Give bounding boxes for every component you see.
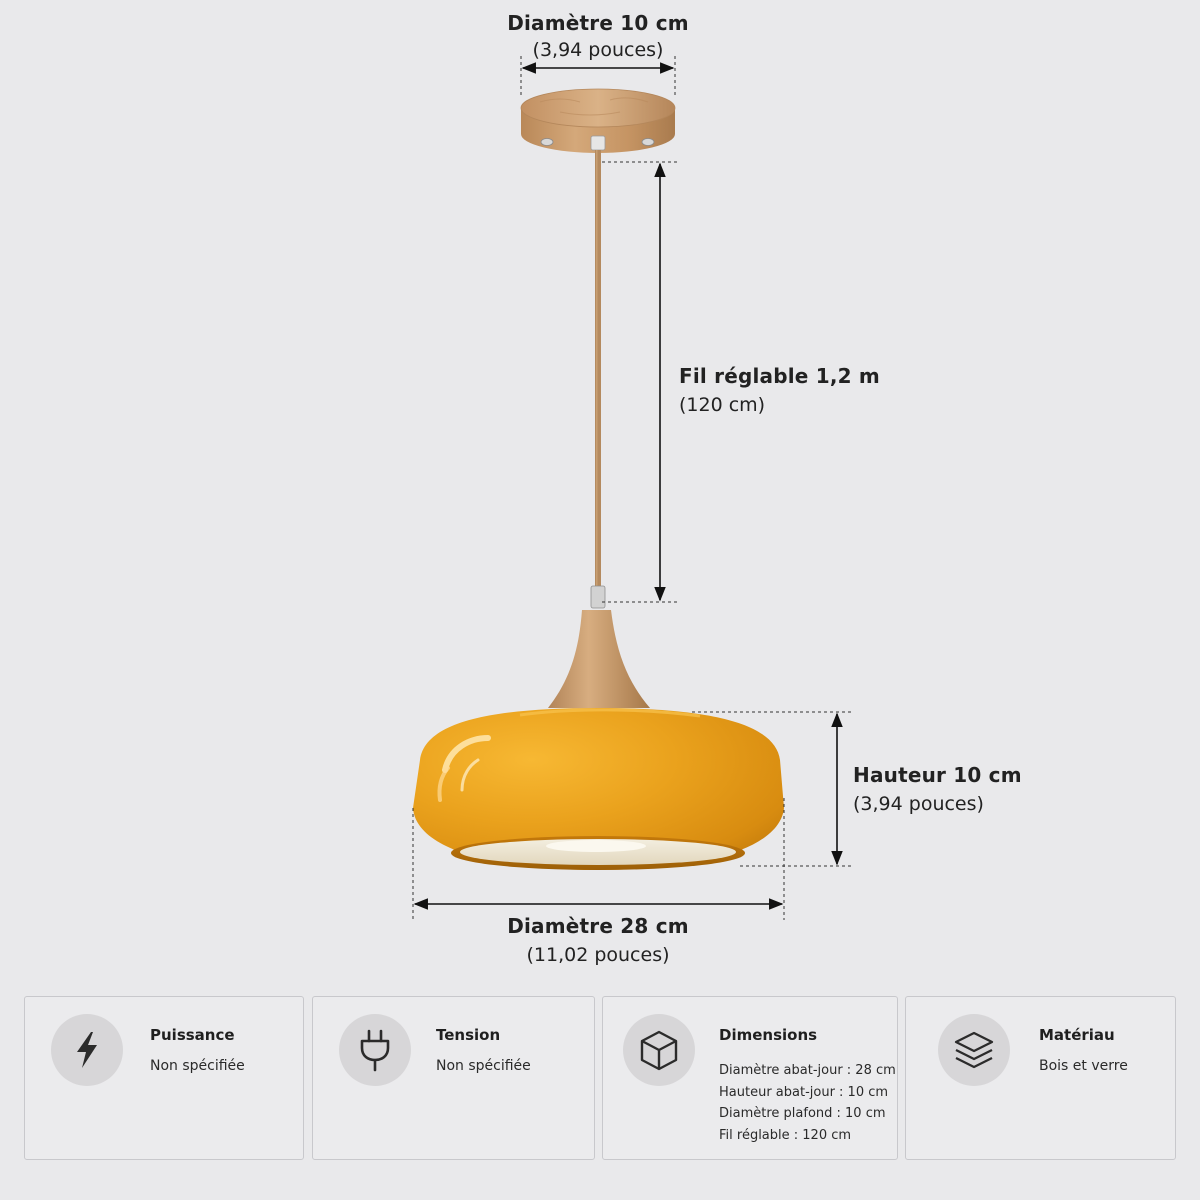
- shade-diameter-text: Diamètre 28 cm: [507, 914, 689, 938]
- shade-height-text: Hauteur 10 cm: [853, 763, 1022, 787]
- spec-line: Diamètre plafond : 10 cm: [719, 1106, 886, 1121]
- shade-diameter-dimension: [412, 798, 785, 920]
- shade-diameter-inches: (11,02 pouces): [526, 944, 670, 966]
- lamp-dimension-diagram: Diamètre 10 cm (3,94 pouces) Fil réglabl…: [412, 11, 1022, 966]
- spec-title: Matériau: [1039, 1026, 1115, 1044]
- spec-value: Non spécifiée: [436, 1058, 531, 1074]
- spec-card-dimensions: Dimensions Diamètre abat-jour : 28 cm Ha…: [602, 996, 898, 1160]
- spec-title: Tension: [436, 1026, 501, 1044]
- lightning-icon: [77, 1032, 97, 1068]
- icon-circle: [339, 1014, 411, 1086]
- spec-card-power: Puissance Non spécifiée: [24, 996, 304, 1160]
- ceiling-diameter-text: Diamètre 10 cm: [507, 11, 689, 35]
- wire-length-label: Fil réglable 1,2 m (120 cm): [679, 364, 880, 416]
- ceiling-diameter-inches: (3,94 pouces): [532, 39, 664, 61]
- suspension-wire: [595, 150, 601, 586]
- plug-icon: [360, 1029, 390, 1072]
- ceiling-diameter-dimension: [520, 56, 676, 96]
- spec-cards: Puissance Non spécifiée Tension Non spéc…: [24, 996, 1176, 1162]
- spec-line: Diamètre abat-jour : 28 cm: [719, 1063, 896, 1078]
- cube-icon: [640, 1030, 678, 1071]
- wooden-neck: [548, 610, 650, 708]
- spec-title: Dimensions: [719, 1026, 818, 1044]
- shade-height-label: Hauteur 10 cm (3,94 pouces): [853, 763, 1022, 815]
- spec-dimension-lines: Diamètre abat-jour : 28 cm Hauteur abat-…: [719, 1060, 896, 1146]
- spec-card-material: Matériau Bois et verre: [905, 996, 1176, 1160]
- ceiling-diameter-label: Diamètre 10 cm (3,94 pouces): [498, 11, 698, 61]
- spec-value: Bois et verre: [1039, 1058, 1128, 1074]
- spec-line: Fil réglable : 120 cm: [719, 1127, 852, 1143]
- shade-diameter-label: Diamètre 28 cm (11,02 pouces): [478, 914, 718, 966]
- icon-circle: [51, 1014, 123, 1086]
- spec-value: Non spécifiée: [150, 1058, 245, 1074]
- wire-length-cm: (120 cm): [679, 394, 766, 416]
- wire-length-text: Fil réglable 1,2 m: [679, 364, 880, 388]
- spec-line: Hauteur abat-jour : 10 cm: [719, 1084, 889, 1100]
- icon-circle: [938, 1014, 1010, 1086]
- icon-circle: [623, 1014, 695, 1086]
- wire-length-dimension: [602, 161, 678, 603]
- ceiling-canopy: [520, 88, 676, 153]
- lamp-illustration: [412, 56, 852, 920]
- layers-icon: [954, 1031, 994, 1069]
- spec-title: Puissance: [150, 1026, 235, 1044]
- wire-clamp: [590, 585, 606, 609]
- lamp-shade: [413, 708, 784, 870]
- shade-height-inches: (3,94 pouces): [853, 793, 984, 815]
- shade-height-dimension: [692, 711, 852, 867]
- spec-card-voltage: Tension Non spécifiée: [312, 996, 595, 1160]
